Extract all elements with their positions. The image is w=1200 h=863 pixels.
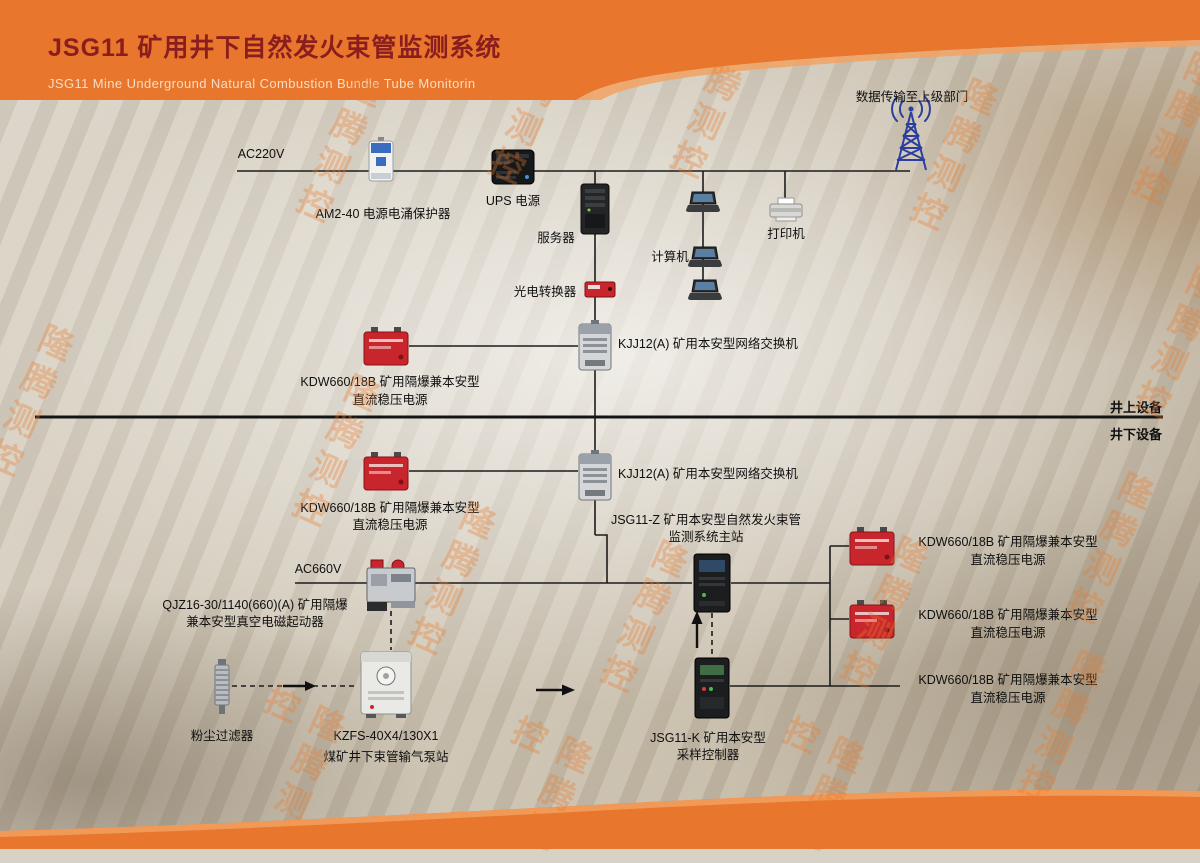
label-switch-underground: KJJ12(A) 矿用本安型网络交换机: [618, 467, 798, 481]
label-sampler-1: JSG11-K 矿用本安型: [650, 731, 766, 745]
label-starter-2: 兼本安型真空电磁起动器: [186, 615, 324, 629]
label-pump-2: 煤矿井下束管输气泵站: [323, 750, 449, 764]
label-main-station-1: JSG11-Z 矿用本安型自然发火束管: [610, 513, 802, 527]
label-kdw-right3-1: KDW660/18B 矿用隔爆兼本安型: [918, 673, 1098, 687]
label-kdw-right2-2: 直流稳压电源: [970, 626, 1046, 640]
label-photoelectric-converter: 光电转换器: [513, 285, 577, 299]
antenna-icon: [866, 96, 956, 174]
sampler-cabinet-icon: [693, 657, 731, 719]
label-kdw-surface-1: KDW660/18B 矿用隔爆兼本安型: [300, 375, 480, 389]
label-starter-1: QJZ16-30/1140(660)(A) 矿用隔爆: [162, 598, 348, 612]
server-icon: [580, 183, 610, 235]
label-ups: UPS 电源: [485, 194, 541, 208]
label-kdw-surface-2: 直流稳压电源: [352, 393, 428, 407]
pump-station-icon: [358, 650, 414, 718]
vacuum-starter-icon: [365, 558, 417, 612]
network-switch-icon: [577, 450, 613, 502]
label-dust-filter: 粉尘过滤器: [190, 729, 254, 743]
label-sampler-2: 采样控制器: [676, 748, 740, 762]
dc-power-supply-icon: [849, 600, 895, 639]
label-switch-surface: KJJ12(A) 矿用本安型网络交换机: [618, 337, 798, 351]
label-antenna: 数据传输至上级部门: [855, 90, 969, 104]
surge-protector-icon: [368, 137, 394, 185]
label-kdw-underground-1: KDW660/18B 矿用隔爆兼本安型: [300, 501, 480, 515]
label-zone-underground: 井下设备: [1109, 427, 1162, 442]
dust-filter-icon: [213, 659, 231, 714]
label-kdw-right1-1: KDW660/18B 矿用隔爆兼本安型: [918, 535, 1098, 549]
laptop-icon: [688, 279, 722, 301]
main-station-cabinet-icon: [692, 553, 732, 613]
label-ac660v: AC660V: [294, 562, 342, 576]
label-main-station-2: 监测系统主站: [668, 530, 744, 544]
label-printer: 打印机: [767, 227, 805, 241]
label-kdw-underground-2: 直流稳压电源: [352, 518, 428, 532]
photoelectric-converter-icon: [584, 281, 616, 298]
laptop-icon: [688, 246, 722, 268]
label-pump-1: KZFS-40X4/130X1: [333, 729, 439, 743]
dc-power-supply-icon: [849, 527, 895, 566]
page-title: JSG11 矿用井下自然发火束管监测系统: [48, 34, 502, 62]
dc-power-supply-icon: [363, 327, 409, 366]
laptop-icon: [686, 191, 720, 213]
label-ac220v: AC220V: [237, 147, 285, 161]
printer-icon: [768, 197, 804, 223]
page-subtitle: JSG11 Mine Underground Natural Combustio…: [48, 76, 476, 91]
label-kdw-right1-2: 直流稳压电源: [970, 553, 1046, 567]
dc-power-supply-icon: [363, 452, 409, 491]
label-kdw-right2-1: KDW660/18B 矿用隔爆兼本安型: [918, 608, 1098, 622]
network-switch-icon: [577, 320, 613, 372]
label-computer: 计算机: [651, 250, 689, 264]
ups-icon: [491, 147, 535, 187]
label-surge-protector: AM2-40 电源电涌保护器: [315, 207, 451, 221]
label-server: 服务器: [537, 231, 575, 245]
label-kdw-right3-2: 直流稳压电源: [970, 691, 1046, 705]
label-zone-surface: 井上设备: [1109, 400, 1162, 415]
